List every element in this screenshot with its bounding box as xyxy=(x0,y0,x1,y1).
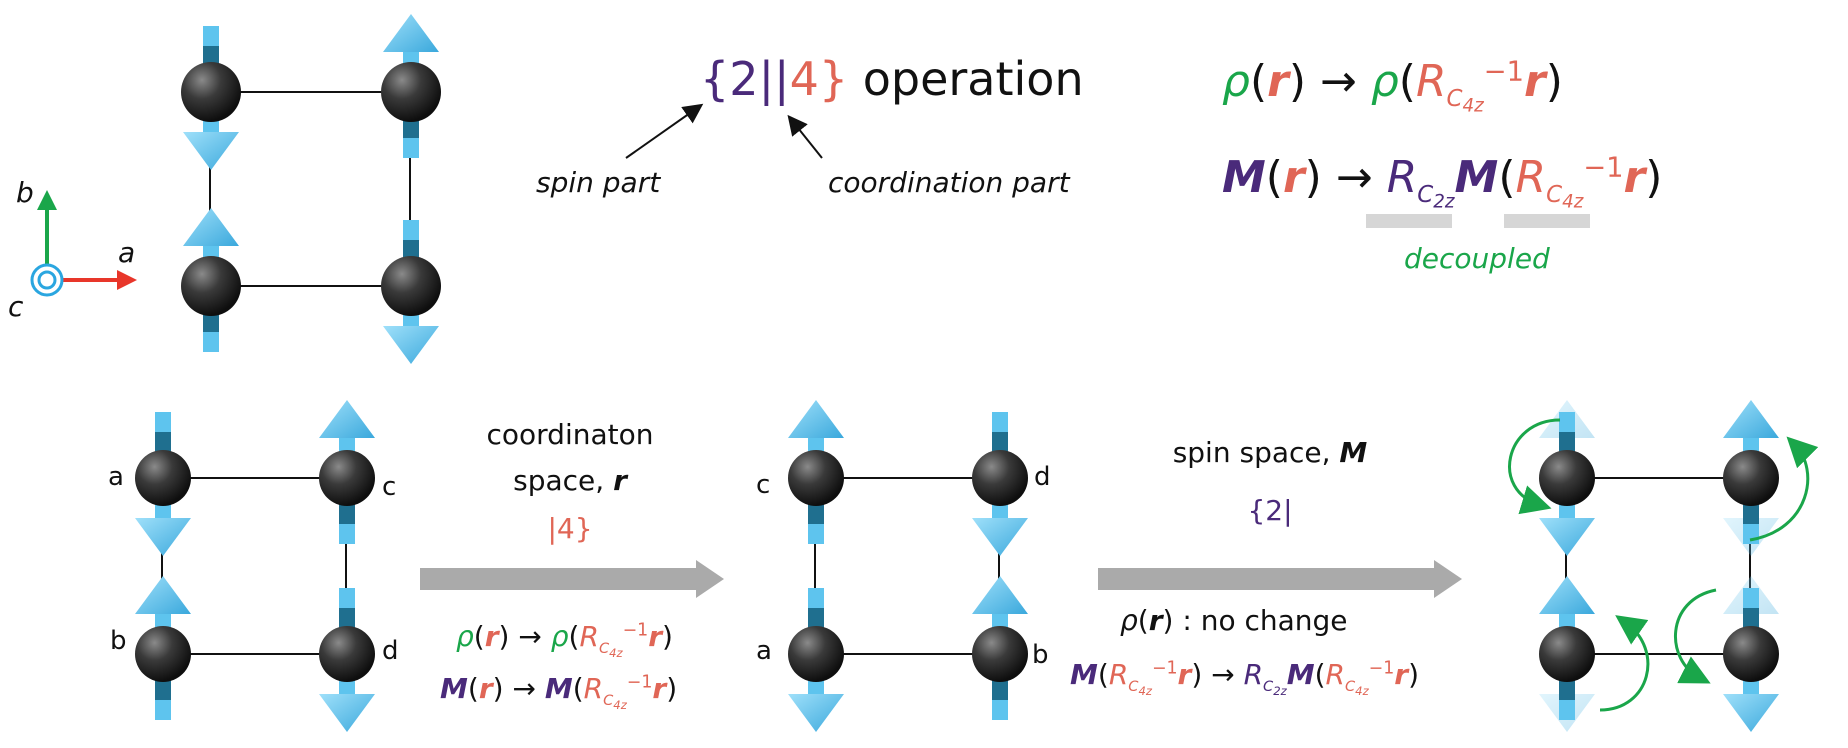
lattice-after-coordination xyxy=(788,400,1028,732)
node-label: c xyxy=(756,470,771,500)
step2-line1: spin space, M xyxy=(1172,436,1368,469)
magnetization-transform-equation: M(r) → RC2zM(RC4z−1r) xyxy=(1222,152,1663,213)
lattice-top xyxy=(181,14,441,364)
axis-triad xyxy=(30,190,137,297)
lattice-final xyxy=(1539,400,1779,732)
axis-label-b: b xyxy=(16,176,34,209)
step1-line1: coordinaton xyxy=(486,418,654,451)
step1-rho-equation: ρ(r) → ρ(RC4z−1r) xyxy=(456,620,673,660)
operation-title: {2||4} operation xyxy=(700,52,1084,106)
decoupled-bar-coord xyxy=(1504,214,1590,228)
decoupled-label: decoupled xyxy=(1404,242,1550,275)
step1-line2: space, r xyxy=(513,464,627,497)
axis-label-c: c xyxy=(8,290,24,323)
node-label: a xyxy=(756,636,772,666)
transform-arrow-1 xyxy=(420,560,724,598)
step1-m-equation: M(r) → M(RC4z−1r) xyxy=(440,672,678,712)
decoupled-bar-spin xyxy=(1366,214,1452,228)
coordination-part-pointer xyxy=(787,114,823,159)
axis-label-a: a xyxy=(118,236,136,269)
step1-operator: |4} xyxy=(547,512,593,545)
transform-arrow-2 xyxy=(1098,560,1462,598)
node-label: a xyxy=(108,462,124,492)
node-label: c xyxy=(382,472,397,502)
lattice-initial xyxy=(135,400,375,732)
coordination-part-label: coordination part xyxy=(828,166,1070,199)
node-label: d xyxy=(382,636,399,666)
rotation-arrows xyxy=(1508,418,1819,712)
step2-rho-equation: ρ(r) : no change xyxy=(1120,604,1348,637)
node-label: b xyxy=(1032,640,1049,670)
rho-transform-equation: ρ(r) → ρ(RC4z−1r) xyxy=(1222,56,1563,117)
node-label: d xyxy=(1034,462,1051,492)
step2-operator: {2| xyxy=(1247,494,1293,527)
node-label: b xyxy=(110,626,127,656)
spin-part-label: spin part xyxy=(536,166,661,199)
step2-m-equation: M(RC4z−1r) → RC2zM(RC4z−1r) xyxy=(1070,658,1420,698)
spin-part-pointer xyxy=(625,103,704,159)
